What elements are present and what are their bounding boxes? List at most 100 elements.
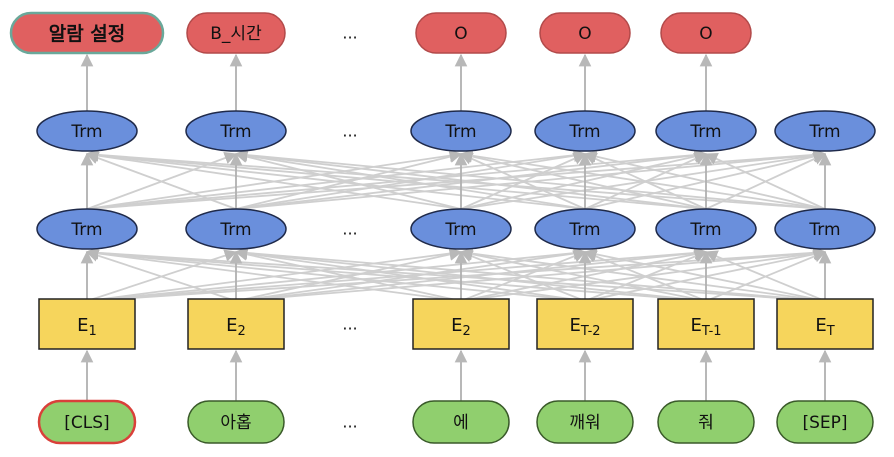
transformer-label: Trm xyxy=(689,220,721,240)
embedding-base: E xyxy=(815,315,826,336)
attention-connection xyxy=(85,246,707,302)
input-token-text: 에 xyxy=(453,413,469,433)
transformer-shape xyxy=(655,110,757,152)
transformer-shape xyxy=(534,110,636,152)
attention-connection xyxy=(234,246,707,302)
embedding-node: ET-2 xyxy=(536,298,634,350)
input-token-shape xyxy=(536,400,634,444)
attention-connection xyxy=(85,148,586,210)
transformer-shape xyxy=(410,110,512,152)
attention-connection xyxy=(234,148,826,210)
transformer-node: Trm xyxy=(36,110,138,152)
embedding-base: E xyxy=(690,315,701,336)
ellipsis-text: ... xyxy=(342,122,357,141)
embedding-base: E xyxy=(77,315,88,336)
attention-connection xyxy=(234,150,462,210)
embedding-node: E2 xyxy=(187,298,285,350)
output-label-shape xyxy=(660,12,752,54)
embedding-shape xyxy=(412,298,510,350)
embedding-subscript: T-1 xyxy=(701,324,722,339)
connections-layer xyxy=(80,53,832,401)
embedding-shape xyxy=(536,298,634,350)
embedding-label: ET-1 xyxy=(690,315,721,339)
transformer-node: Trm xyxy=(36,208,138,250)
embedding-label: E2 xyxy=(226,315,246,339)
input-token-text: 깨워 xyxy=(569,413,600,433)
output-label-shape xyxy=(415,12,507,54)
input-token-node: 깨워 xyxy=(536,400,634,444)
input-token-text: [SEP] xyxy=(802,413,847,433)
embedding-shape xyxy=(657,298,755,350)
input-token-node: 아홉 xyxy=(187,400,285,444)
embedding-base: E xyxy=(226,315,237,336)
transformer-label: Trm xyxy=(219,122,251,142)
attention-connection xyxy=(583,150,826,210)
input-token-node: [CLS] xyxy=(37,399,137,445)
input-token-text: 줘 xyxy=(698,413,714,433)
embedding-base: E xyxy=(569,315,580,336)
transformer-label: Trm xyxy=(444,122,476,142)
transformer-label: Trm xyxy=(444,220,476,240)
input-token-node: 줘 xyxy=(657,400,755,444)
transformer-label: Trm xyxy=(219,220,251,240)
attention-connection xyxy=(85,249,237,302)
input-token-text: [CLS] xyxy=(64,413,109,433)
embedding-shape xyxy=(187,298,285,350)
embedding-shape xyxy=(776,298,874,350)
output-label-shape xyxy=(186,12,286,54)
transformer-label: Trm xyxy=(808,220,840,240)
embedding-node: E1 xyxy=(38,298,136,350)
embedding-subscript: 2 xyxy=(463,324,471,339)
transformer-label: Trm xyxy=(689,122,721,142)
attention-connection xyxy=(85,246,826,302)
transformer-node: Trm xyxy=(655,110,757,152)
output-label-shape xyxy=(539,12,631,54)
attention-connection xyxy=(459,248,707,302)
output-label-node: O xyxy=(415,12,507,54)
output-label-text: O xyxy=(699,24,712,44)
attention-connection xyxy=(234,149,586,210)
attention-connection xyxy=(459,247,826,302)
attention-connection xyxy=(85,152,237,210)
embedding-label: E2 xyxy=(451,315,471,339)
attention-connection xyxy=(234,149,707,210)
transformer-shape xyxy=(774,208,876,250)
embedding-shape xyxy=(38,298,136,350)
embedding-base: E xyxy=(451,315,462,336)
embedding-node: ET xyxy=(776,298,874,350)
transformer-shape xyxy=(534,208,636,250)
transformer-node: Trm xyxy=(655,208,757,250)
output-label-text: 알람 설정 xyxy=(49,23,126,45)
transformer-label: Trm xyxy=(568,122,600,142)
attention-connection xyxy=(85,148,826,210)
embedding-subscript: 2 xyxy=(238,324,246,339)
transformer-node: Trm xyxy=(774,208,876,250)
transformer-node: Trm xyxy=(534,208,636,250)
attention-connection xyxy=(583,248,826,302)
output-label-text: O xyxy=(454,24,467,44)
transformer-shape xyxy=(655,208,757,250)
output-label-node: O xyxy=(660,12,752,54)
embedding-label: E1 xyxy=(77,315,97,339)
attention-connection xyxy=(85,149,462,210)
output-label-shape xyxy=(9,11,165,55)
transformer-shape xyxy=(36,208,138,250)
transformer-node: Trm xyxy=(774,110,876,152)
transformer-node: Trm xyxy=(410,208,512,250)
transformer-node: Trm xyxy=(534,110,636,152)
attention-connection xyxy=(85,148,707,210)
attention-connection xyxy=(459,149,826,210)
input-token-node: [SEP] xyxy=(776,400,874,444)
transformer-node: Trm xyxy=(185,110,287,152)
embedding-label: ET xyxy=(815,315,834,339)
ellipsis-text: ... xyxy=(342,315,357,334)
embedding-subscript: 1 xyxy=(89,324,97,339)
embedding-subscript: T xyxy=(826,324,835,339)
input-token-shape xyxy=(657,400,755,444)
embedding-node: E2 xyxy=(412,298,510,350)
transformer-label: Trm xyxy=(808,122,840,142)
transformer-label: Trm xyxy=(70,122,102,142)
attention-connection xyxy=(459,150,707,210)
output-label-text: O xyxy=(578,24,591,44)
ellipsis-text: ... xyxy=(342,413,357,432)
